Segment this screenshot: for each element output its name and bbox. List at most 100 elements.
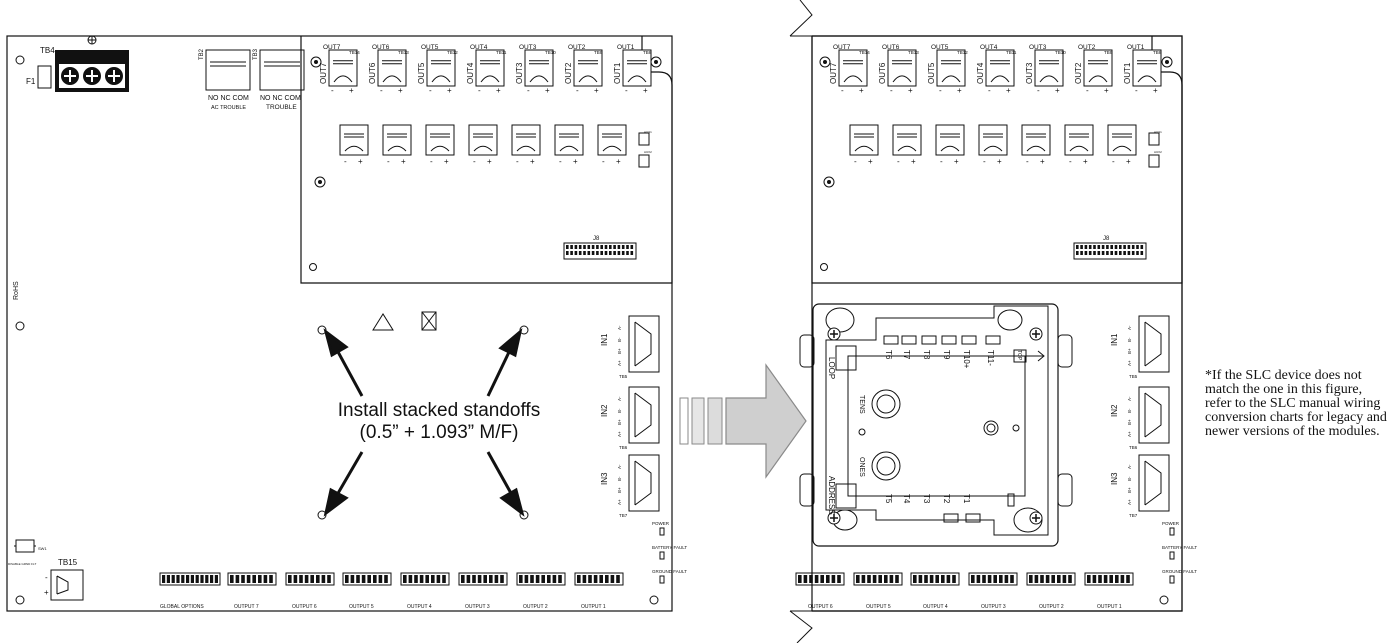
out-name-right: OUT2 xyxy=(1078,44,1096,51)
mid-terminal-left-wire xyxy=(516,145,536,152)
mid-terminal-left-wire xyxy=(559,145,579,152)
output-dip-switch xyxy=(321,575,326,583)
right-output-dip-switch xyxy=(1045,575,1050,583)
j8-pin-left xyxy=(626,245,629,249)
mid-terminal-left-slot xyxy=(387,133,407,138)
mid-minus-left: - xyxy=(602,157,605,166)
input-tb-right: TB5 xyxy=(1129,374,1138,379)
right-output-dip xyxy=(968,572,1018,586)
install-line-2: (0.5” + 1.093” M/F) xyxy=(359,422,519,443)
mid-minus-right: - xyxy=(940,157,943,166)
out-terminal-left-wire xyxy=(480,75,500,83)
j8-pin-left xyxy=(591,245,595,249)
j8-pin-right xyxy=(1076,251,1079,255)
slc-module xyxy=(799,303,1073,547)
output-dip xyxy=(458,572,508,586)
output-dip-switch xyxy=(414,575,418,583)
input-pin-right: B- xyxy=(1127,476,1132,481)
j8-pin-right xyxy=(1106,245,1109,249)
trouble-label: TROUBLE xyxy=(266,104,297,111)
output-dip-switch xyxy=(472,575,476,583)
right-output-dip-switch xyxy=(884,575,888,583)
out-tb-left: TB9 xyxy=(594,50,603,55)
out-name-left: OUT4 xyxy=(470,44,488,51)
mid-plus-right: + xyxy=(954,157,959,166)
aux2-jumper-left xyxy=(638,154,650,168)
global-options-switch xyxy=(166,575,170,583)
out-plus-right: + xyxy=(1153,86,1158,95)
right-output-dip xyxy=(1026,572,1076,586)
right-output-dip-switch xyxy=(987,575,992,583)
input-terminal-wire-left xyxy=(634,321,652,367)
global-options-switch xyxy=(195,575,199,583)
out-terminal-left-slot xyxy=(578,60,598,65)
led-left xyxy=(659,575,665,584)
out-minus-right: - xyxy=(988,86,991,95)
output-dip-switch xyxy=(552,575,557,583)
mid-terminal-left xyxy=(597,124,627,156)
right-output-dip-switch xyxy=(952,575,956,583)
mid-plus-right: + xyxy=(1126,157,1131,166)
right-output-dip-switch xyxy=(918,575,923,583)
input-tb-left: TB6 xyxy=(619,445,628,450)
out-plus-left: + xyxy=(496,86,501,95)
j8-pin-left xyxy=(617,245,621,249)
right-output-dip-label: OUTPUT 1 xyxy=(1097,604,1122,610)
mid-plus-left: + xyxy=(487,157,492,166)
output-dip-switch xyxy=(547,575,551,583)
j8-pin-right xyxy=(1088,251,1092,255)
out-plus-right: + xyxy=(1055,86,1060,95)
j8-pin-left xyxy=(621,251,625,255)
mid-terminal-right xyxy=(1064,124,1094,156)
right-output-dip-label: OUTPUT 4 xyxy=(923,604,948,610)
out-tb-left: TB10 xyxy=(545,50,556,55)
out-plus-right: + xyxy=(859,86,864,95)
j8-pin-left xyxy=(583,251,586,255)
output-dip xyxy=(285,572,335,586)
mid-plus-left: + xyxy=(616,157,621,166)
right-output-dip-switch xyxy=(1126,575,1130,583)
mid-terminal-left-slot xyxy=(516,133,536,138)
output-dip-switch xyxy=(269,575,273,583)
right-output-dip-switch xyxy=(1004,575,1009,583)
j8-pin-right xyxy=(1101,251,1105,255)
right-output-dip-label: OUTPUT 2 xyxy=(1039,604,1064,610)
slc-top-label: TOP xyxy=(1016,350,1022,361)
output-dip-switch xyxy=(403,575,407,583)
out-terminal-left-slot xyxy=(480,60,500,65)
input-pin-right: A- xyxy=(1127,325,1132,330)
j8-pin-right xyxy=(1123,245,1126,249)
out-name-left: OUT1 xyxy=(617,44,635,51)
slc-ones-label: ONES xyxy=(858,457,865,477)
input-pin-left: A- xyxy=(617,464,622,469)
right-output-dip-switch xyxy=(1103,575,1108,583)
mid-plus-right: + xyxy=(1040,157,1045,166)
right-output-dip-switch xyxy=(798,575,802,583)
led-label-right: BATTERY FAULT xyxy=(1162,545,1197,550)
j8-pin-right xyxy=(1110,251,1113,255)
out-minus-right: - xyxy=(1037,86,1040,95)
mid-minus-right: - xyxy=(1112,157,1115,166)
transfer-arrow xyxy=(679,363,807,479)
slc-top-terminal xyxy=(941,335,957,345)
input-terminal-left xyxy=(628,454,660,512)
mid-terminal-right-slot xyxy=(940,133,960,138)
slc-bottom-terminal xyxy=(943,513,959,523)
j8-label-left: J8 xyxy=(593,236,600,242)
out-name-left: OUT5 xyxy=(421,44,439,51)
out-side-label-right: OUT5 xyxy=(927,62,936,84)
mid-terminal-left xyxy=(468,124,498,156)
j8-pin-left xyxy=(604,245,608,249)
input-pin-left: B- xyxy=(617,408,622,413)
output-dip-switch xyxy=(461,575,465,583)
out-tb-right: TB8 xyxy=(1153,50,1162,55)
out-plus-left: + xyxy=(594,86,599,95)
output-dip-switch xyxy=(593,575,598,583)
input-terminal-wire-right xyxy=(1144,321,1162,367)
relay-contacts-trouble: NO NC COM xyxy=(260,95,301,102)
j8-pin-left xyxy=(613,251,616,255)
mid-terminal-left-wire xyxy=(473,145,493,152)
input-pin-left: A+ xyxy=(617,499,622,505)
mid-minus-right: - xyxy=(854,157,857,166)
